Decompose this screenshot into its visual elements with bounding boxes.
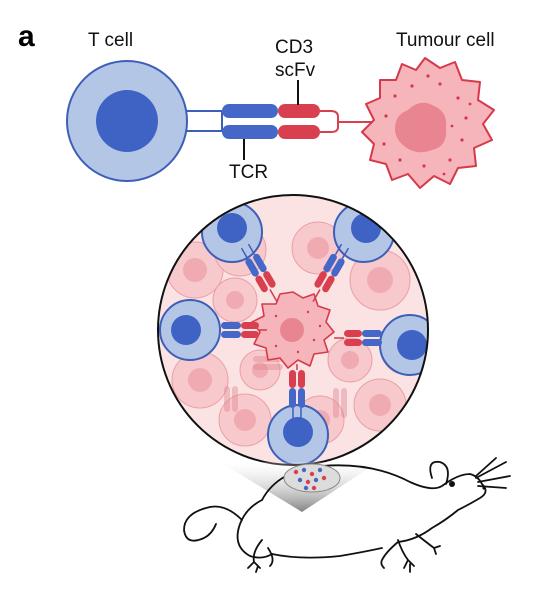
tcr-label: TCR — [229, 162, 268, 183]
mouse-illustration — [183, 457, 511, 573]
bridge-antibody-left — [221, 322, 267, 338]
t-cell — [66, 60, 188, 182]
tumour-dots — [293, 467, 327, 491]
t-cell-label: T cell — [88, 30, 133, 51]
panel-letter: a — [18, 20, 35, 53]
tcr-stalk — [187, 110, 223, 132]
scfv-label: scFv — [275, 60, 316, 81]
bridge-antibody-bottom — [289, 364, 305, 418]
zoom-circle — [157, 194, 429, 466]
bridge-antibody-upper-right — [312, 243, 350, 302]
bispecific-antibody — [222, 104, 377, 139]
tumour-cell-label: Tumour cell — [396, 30, 495, 51]
tumour-cell — [361, 57, 495, 189]
cd3-label: CD3 — [275, 37, 313, 58]
bridge-antibody-right — [334, 330, 382, 346]
bridge-antibody-upper-left — [240, 243, 278, 302]
